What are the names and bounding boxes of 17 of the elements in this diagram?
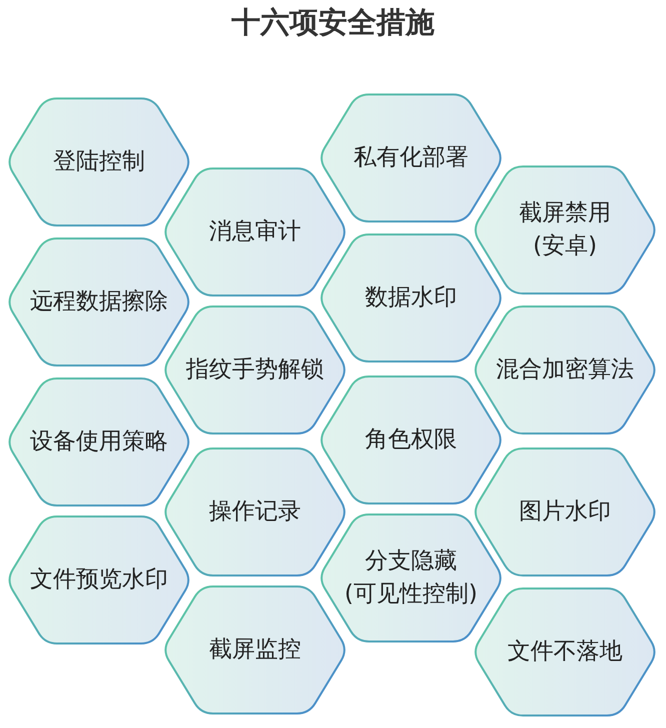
node-label: 消息审计: [209, 218, 301, 246]
node-label: 远程数据擦除: [30, 288, 168, 316]
node-label: 文件预览水印: [30, 566, 168, 594]
node-label: 登陆控制: [53, 148, 145, 176]
node-label: 设备使用策略: [30, 428, 168, 456]
node-label: 操作记录: [209, 498, 301, 526]
node-label: 文件不落地: [508, 638, 622, 666]
node-label: 角色权限: [365, 426, 457, 454]
node-label: 私有化部署: [354, 144, 468, 172]
node-label: 指纹手势解锁: [186, 356, 324, 384]
diagram-title: 十六项安全措施: [232, 4, 434, 41]
node-label: 数据水印: [365, 284, 457, 312]
node-label: 截屏禁用(安卓): [519, 199, 611, 261]
node-label: 截屏监控: [209, 636, 301, 664]
node-label: 混合加密算法: [496, 356, 634, 384]
node-label: 图片水印: [519, 498, 611, 526]
node-label: 分支隐藏(可见性控制): [344, 547, 478, 609]
